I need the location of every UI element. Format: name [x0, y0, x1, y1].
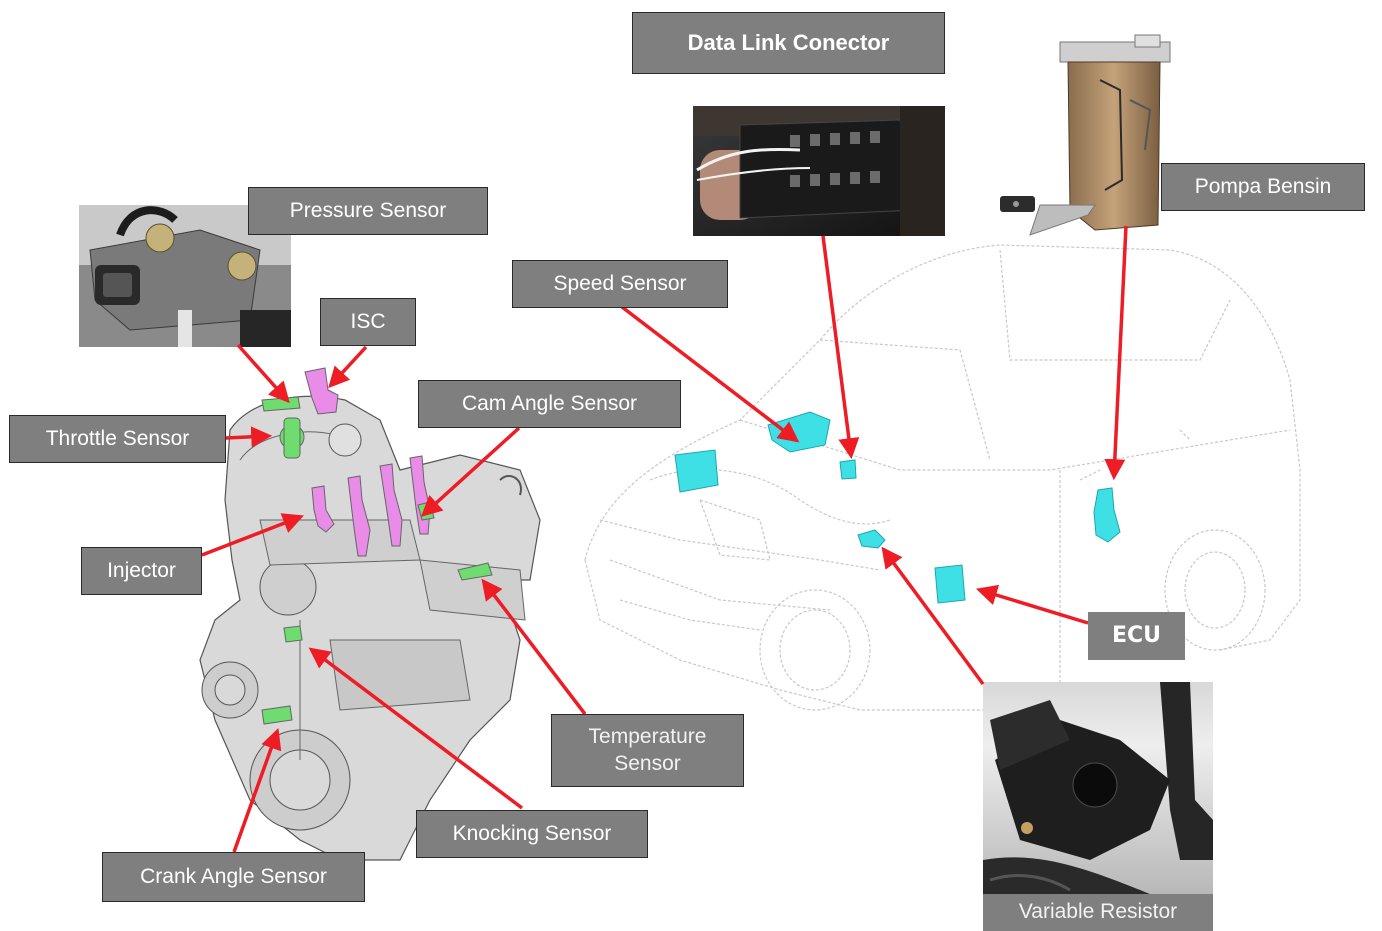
label-temperature-sensor: Temperature Sensor [551, 714, 744, 787]
speed-sensor-component [768, 412, 830, 452]
arrow-variable-resistor [884, 550, 983, 684]
label-ecu: ECU [1088, 612, 1185, 660]
label-speed-sensor: Speed Sensor [512, 260, 728, 308]
arrow-isc [331, 347, 366, 385]
label-pompa-bensin: Pompa Bensin [1161, 163, 1365, 211]
arrow-throttle-sensor [226, 436, 268, 438]
label-throttle-sensor: Throttle Sensor [9, 415, 226, 463]
label-crank-angle-sensor: Crank Angle Sensor [102, 852, 365, 902]
fuel-pump-component [1094, 488, 1120, 542]
ecu-component [935, 565, 965, 603]
label-isc: ISC [320, 298, 416, 346]
label-variable-resistor: Variable Resistor [983, 894, 1213, 931]
arrow-ecu [980, 590, 1088, 623]
label-pressure-sensor: Pressure Sensor [248, 187, 488, 235]
arrow-pressure-sensor [238, 345, 287, 400]
label-injector: Injector [81, 547, 202, 595]
engine-drawing [200, 396, 540, 860]
label-knocking-sensor: Knocking Sensor [416, 810, 648, 858]
dlc-photo [693, 106, 945, 236]
arrow-pompa-bensin [1114, 226, 1126, 476]
variable-resistor-component [858, 530, 885, 548]
air-box-component [675, 450, 718, 492]
label-cam-angle-sensor: Cam Angle Sensor [418, 380, 681, 428]
car-components [675, 412, 1120, 603]
fuel-pump-photo [1000, 35, 1170, 235]
label-data-link-connector: Data Link Conector [632, 12, 945, 74]
variable-resistor-photo [983, 682, 1213, 894]
dlc-component [840, 460, 856, 479]
